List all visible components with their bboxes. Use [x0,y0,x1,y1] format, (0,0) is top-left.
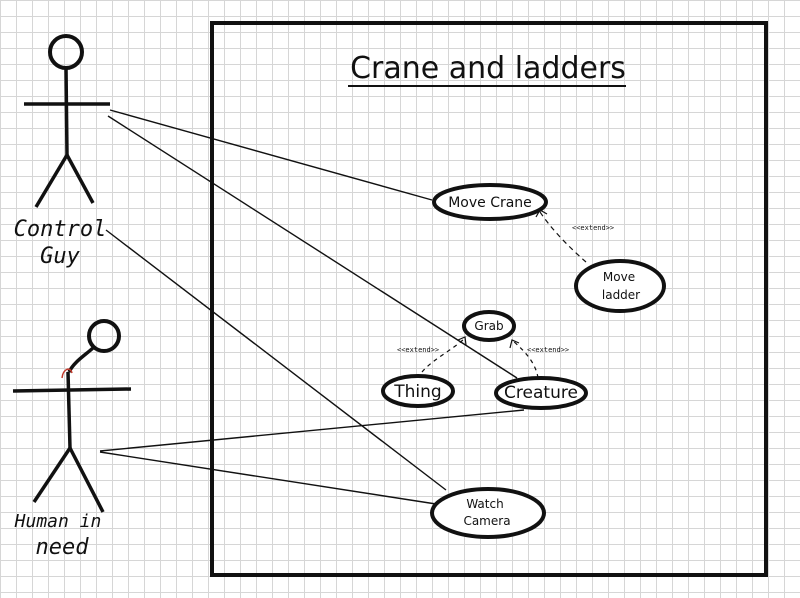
actor-label-line1: Control [14,217,107,242]
use-case-label-line1: Watch [466,497,503,511]
assoc-human-creature [99,409,525,452]
use-case-label: Grab [474,319,503,333]
actor-right-leg [65,154,95,204]
use-case-grab[interactable]: Grab [462,310,516,342]
actor-left-leg [34,154,69,208]
actor-left-leg [32,447,72,503]
actor-right-leg [68,447,105,513]
assoc-control-guy-watch-camera [105,229,447,491]
assoc-human-watch-camera [99,451,437,505]
actor-head [48,34,84,70]
use-case-ellipse [432,183,548,221]
actor-body [66,371,72,449]
use-case-ellipse [494,376,588,410]
actor-label-line2: need [36,535,90,560]
arrowhead [509,339,520,349]
assoc-control-guy-move-crane [109,109,433,201]
actor-body [64,67,69,156]
actor-label-line2: Guy [40,244,80,269]
actor-neck [67,346,95,373]
use-case-move-ladder[interactable]: Move ladder [574,259,666,313]
system-title: Crane and ladders [350,51,626,86]
arrowhead [457,336,467,346]
extend-creature-to-grab [512,340,539,379]
use-case-ellipse [381,374,455,408]
use-case-ellipse [574,259,666,313]
use-case-ellipse [462,310,516,342]
use-case-label: Move Crane [448,195,532,211]
extend-label: <<extend>> [572,224,614,232]
extend-relations [421,209,587,379]
extend-thing-to-grab [421,338,465,373]
use-case-move-crane[interactable]: Move Crane [432,183,548,221]
actor-control-guy[interactable]: Control Guy [14,34,110,269]
use-case-creature[interactable]: Creature [494,376,588,410]
system-boundary [210,21,768,577]
extend-move-ladder-to-move-crane [539,211,587,263]
associations [99,109,525,505]
extend-label: <<extend>> [527,346,569,354]
use-case-label-line1: Move [603,270,635,284]
red-mark [61,368,73,379]
use-case-thing[interactable]: Thing [381,374,455,408]
extend-label: <<extend>> [397,346,439,354]
use-case-label: Creature [504,383,578,403]
use-case-label: Thing [393,382,441,402]
assoc-control-guy-creature [107,115,518,379]
actor-arms [12,387,132,393]
actor-human-in-need[interactable]: Human in need [12,319,132,560]
actor-label-line1: Human in [14,511,102,532]
use-case-label-line2: ladder [602,288,640,302]
use-case-ellipse [430,487,546,539]
use-case-watch-camera[interactable]: Watch Camera [430,487,546,539]
actor-head [87,319,121,353]
use-case-label-line2: Camera [463,514,510,528]
